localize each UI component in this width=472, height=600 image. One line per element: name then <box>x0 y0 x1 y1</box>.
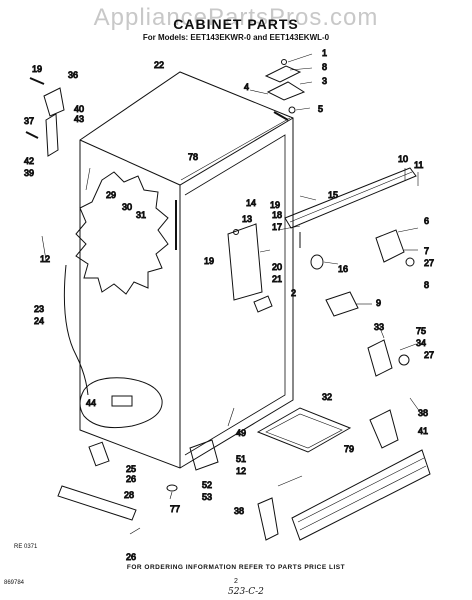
callout-19c: 19 <box>204 256 214 266</box>
document-code: 869784 <box>4 580 25 586</box>
callout-40: 40 <box>74 104 84 114</box>
callout-78: 78 <box>188 152 198 162</box>
callout-11: 11 <box>414 160 423 170</box>
callout-34: 34 <box>416 338 426 348</box>
callout-44: 44 <box>86 398 96 408</box>
callout-16: 16 <box>338 264 348 274</box>
callout-75: 75 <box>416 326 426 336</box>
screw <box>233 229 239 235</box>
callout-2: 2 <box>291 288 296 298</box>
callout-53: 53 <box>202 492 212 502</box>
callout-21: 21 <box>272 274 282 284</box>
callout-6: 6 <box>424 216 429 226</box>
callout-27a: 27 <box>424 258 434 268</box>
callout-25: 25 <box>126 464 136 474</box>
insulation-cutaway <box>75 171 169 295</box>
top-hinge <box>264 59 306 114</box>
base-rail <box>57 485 137 521</box>
callout-22: 22 <box>154 60 164 70</box>
callout-18: 18 <box>272 210 282 220</box>
callout-37: 37 <box>24 116 34 126</box>
callout-77: 77 <box>170 504 180 514</box>
door-hinge-right <box>375 229 405 263</box>
callout-36: 36 <box>68 70 78 80</box>
callout-38b: 38 <box>234 506 244 516</box>
callout-26b: 26 <box>126 552 136 562</box>
callout-19a: 19 <box>32 64 42 74</box>
leveler-bracket-right <box>369 409 399 449</box>
callout-79: 79 <box>344 444 354 454</box>
callout-32: 32 <box>322 392 332 402</box>
callout-17: 17 <box>272 222 282 232</box>
callout-3: 3 <box>322 76 327 86</box>
left-hardware <box>25 77 65 157</box>
watermark: AppliancePartsPros.com <box>93 4 379 31</box>
callout-24: 24 <box>34 316 44 326</box>
callout-38a: 38 <box>418 408 428 418</box>
callout-52: 52 <box>202 480 212 490</box>
callout-29: 29 <box>106 190 116 200</box>
callout-20: 20 <box>272 262 282 272</box>
bottom-insulation <box>79 377 163 429</box>
callout-49: 49 <box>236 428 246 438</box>
leveler-bracket-left <box>257 497 279 541</box>
callout-39: 39 <box>24 168 34 178</box>
callout-14: 14 <box>246 198 256 208</box>
revision-code: RE 0371 <box>14 544 38 550</box>
callout-33: 33 <box>374 322 384 332</box>
leveler-foot <box>166 484 178 492</box>
callout-42: 42 <box>24 156 34 166</box>
callout-19b: 19 <box>270 200 280 210</box>
cabinet-shell <box>79 71 294 469</box>
callout-7: 7 <box>424 246 429 256</box>
callout-labels: 1 2 3 4 5 6 7 8 8 9 10 11 12 12 13 14 15… <box>24 48 435 563</box>
spacer <box>310 254 324 270</box>
hinge-pin-bracket <box>325 291 359 317</box>
callout-51: 51 <box>236 454 246 464</box>
front-rail <box>284 167 417 248</box>
model-subtitle: For Models: EET143EKWR-0 and EET143EKWL-… <box>142 33 330 42</box>
drip-tray <box>256 407 352 453</box>
hinge-bracket <box>227 223 263 301</box>
grille <box>291 449 431 541</box>
callout-1: 1 <box>322 48 327 58</box>
callout-9: 9 <box>376 298 381 308</box>
callout-28: 28 <box>124 490 134 500</box>
handwritten-note: 523-C-2 <box>228 587 264 597</box>
callout-15: 15 <box>328 190 338 200</box>
lower-hinge <box>367 339 393 377</box>
callout-12b: 12 <box>236 466 246 476</box>
leader-lines <box>41 53 421 535</box>
callout-23: 23 <box>34 304 44 314</box>
callout-8b: 8 <box>424 280 429 290</box>
callout-30: 30 <box>122 202 132 212</box>
diagram-title: CABINET PARTS <box>173 16 299 32</box>
ordering-footer: FOR ORDERING INFORMATION REFER TO PARTS … <box>126 564 346 571</box>
callout-31: 31 <box>136 210 146 220</box>
drain-bracket <box>189 439 219 471</box>
wire-harness <box>63 264 89 396</box>
callout-41: 41 <box>418 426 428 436</box>
roller <box>88 441 110 467</box>
callout-8a: 8 <box>322 62 327 72</box>
callout-10: 10 <box>398 154 408 164</box>
bracket <box>253 295 273 313</box>
callout-12a: 12 <box>40 254 50 264</box>
callout-13: 13 <box>242 214 252 224</box>
page-number: 2 <box>234 578 238 585</box>
callout-43: 43 <box>74 114 84 124</box>
callout-4: 4 <box>244 82 249 92</box>
insulation-plug <box>111 395 133 407</box>
callout-27b: 27 <box>424 350 434 360</box>
callout-26a: 26 <box>126 474 136 484</box>
callout-5: 5 <box>318 104 323 114</box>
